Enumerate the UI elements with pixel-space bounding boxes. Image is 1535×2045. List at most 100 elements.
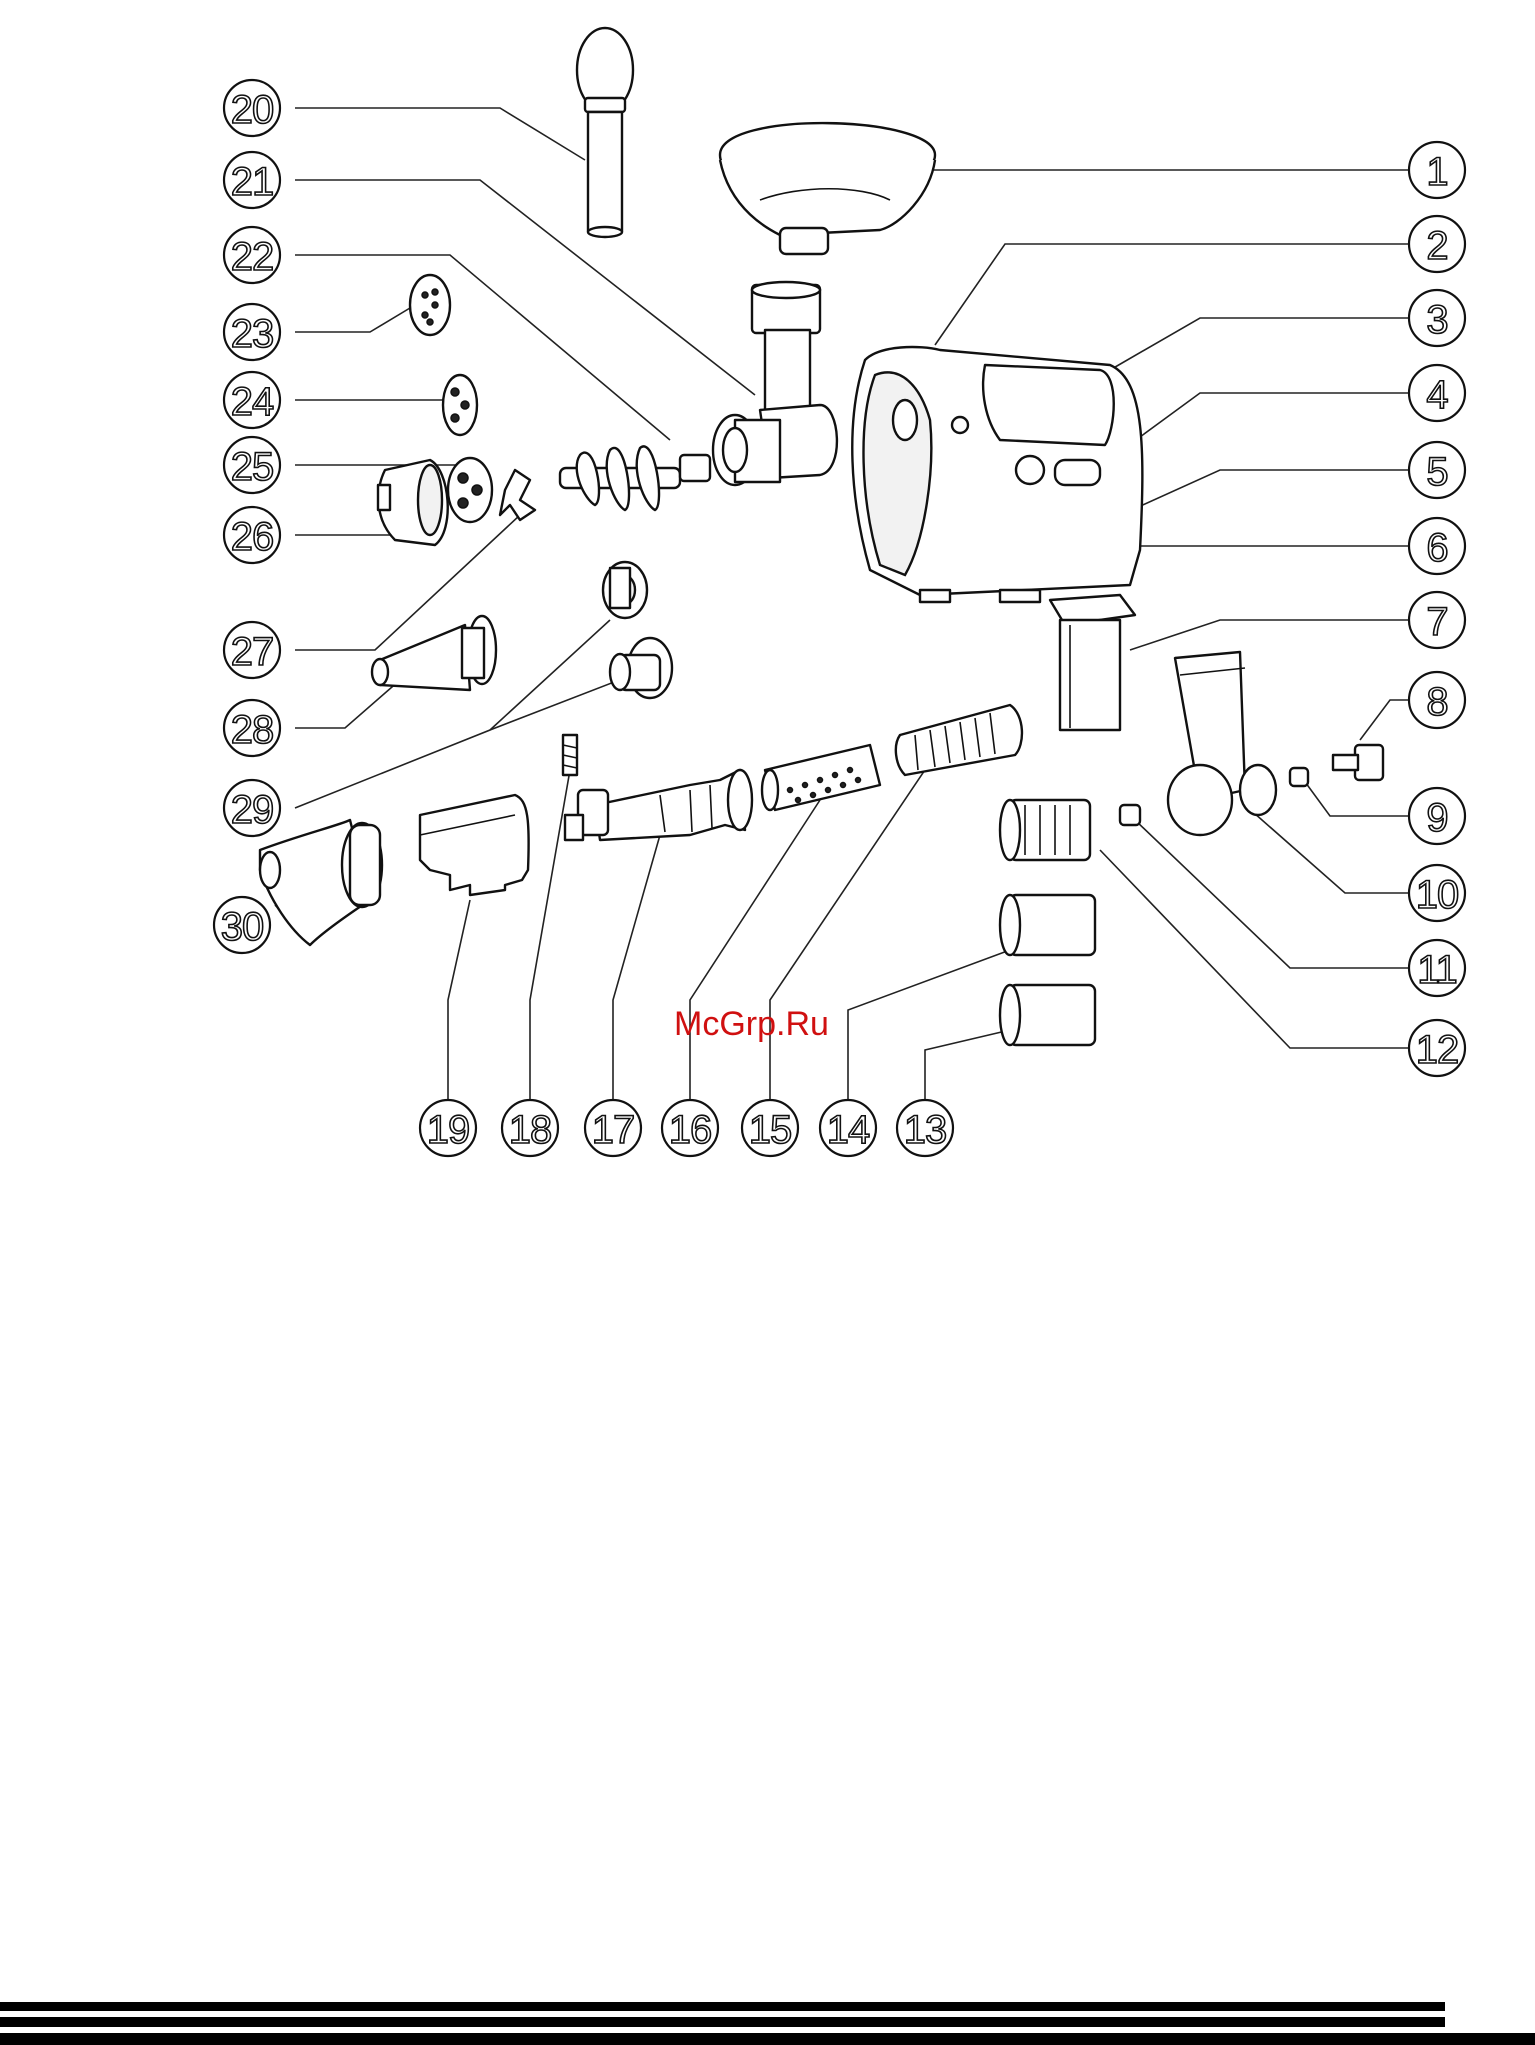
callout-15-label: 15	[749, 1108, 792, 1152]
callout-16-label: 16	[669, 1108, 712, 1152]
leader-2	[935, 244, 1410, 345]
leader-13	[925, 1030, 1010, 1100]
part-30-juicer-cone	[260, 820, 382, 945]
watermark-text: McGrp.Ru	[674, 1005, 829, 1043]
callout-2: 2	[1409, 216, 1465, 272]
part-23-disc-fine	[410, 275, 450, 335]
callout-17: 17	[585, 1100, 641, 1156]
callout-labels: 1 2 3 4 5 6 7 8 9 10 11 12 13 14 15 16 1…	[214, 80, 1465, 1156]
callout-4-label: 4	[1426, 373, 1448, 417]
leader-7	[1130, 620, 1410, 650]
callout-30: 30	[214, 897, 270, 953]
callout-19-label: 19	[427, 1108, 470, 1152]
callout-12: 12	[1409, 1020, 1465, 1076]
callout-23-label: 23	[231, 312, 274, 356]
leader-14	[848, 950, 1010, 1100]
part-09-cap	[1290, 768, 1308, 786]
part-29-adapter-cone	[610, 638, 672, 698]
callout-18-label: 18	[509, 1108, 552, 1152]
callout-24-label: 24	[231, 380, 274, 424]
part-07-slicer-pusher	[1050, 595, 1135, 730]
callout-26-label: 26	[231, 515, 274, 559]
callout-28-label: 28	[231, 708, 274, 752]
callout-1-label: 1	[1426, 150, 1447, 194]
footer-bar-middle	[0, 2017, 1445, 2027]
callout-10-label: 10	[1416, 873, 1459, 917]
leader-5	[1105, 470, 1410, 522]
callout-22: 22	[224, 227, 280, 283]
callout-9-label: 9	[1426, 796, 1447, 840]
leader-21	[295, 180, 755, 395]
footer-bar-bottom	[0, 2033, 1535, 2045]
callout-12-label: 12	[1416, 1028, 1459, 1072]
part-22-auger	[560, 446, 710, 510]
callout-13-label: 13	[904, 1108, 947, 1152]
callout-6-label: 6	[1426, 526, 1447, 570]
part-14-drum	[1000, 895, 1095, 955]
main-motor-body	[852, 347, 1142, 602]
callout-27-label: 27	[231, 630, 274, 674]
callout-11-label: 11	[1417, 948, 1457, 992]
callout-14-label: 14	[827, 1108, 870, 1152]
part-27-blade	[500, 470, 535, 520]
callout-8: 8	[1409, 672, 1465, 728]
callout-13: 13	[897, 1100, 953, 1156]
callout-22-label: 22	[231, 235, 274, 279]
callout-5: 5	[1409, 442, 1465, 498]
callout-28: 28	[224, 700, 280, 756]
part-11-gear	[1120, 805, 1140, 825]
part-21-mincer-head	[713, 282, 837, 485]
callout-7: 7	[1409, 592, 1465, 648]
callout-8-label: 8	[1426, 680, 1447, 724]
leader-22	[295, 255, 670, 440]
callout-17-label: 17	[592, 1108, 635, 1152]
leader-9	[1300, 775, 1410, 816]
part-18-small-spring	[563, 735, 577, 775]
callout-20: 20	[224, 80, 280, 136]
part-29-adapter-ring	[603, 562, 647, 618]
leader-lines	[275, 108, 1410, 1100]
part-17-juicer-body	[565, 770, 752, 840]
callout-30-label: 30	[221, 905, 264, 949]
part-24-disc-medium	[443, 375, 477, 435]
callout-10: 10	[1409, 865, 1465, 921]
leader-10	[1245, 805, 1410, 893]
callout-18: 18	[502, 1100, 558, 1156]
callout-14: 14	[820, 1100, 876, 1156]
part-15-juicer-auger	[896, 705, 1022, 775]
leader-8	[1360, 700, 1410, 740]
part-01-tray	[720, 123, 935, 254]
leader-17	[613, 835, 660, 1100]
callout-3-label: 3	[1426, 298, 1447, 342]
callout-2-label: 2	[1426, 224, 1447, 268]
leader-3	[1110, 318, 1410, 370]
part-20-pusher	[577, 28, 633, 237]
callout-19: 19	[420, 1100, 476, 1156]
callout-29-label: 29	[231, 788, 274, 832]
callout-20-label: 20	[231, 88, 274, 132]
callout-26: 26	[224, 507, 280, 563]
callout-5-label: 5	[1426, 450, 1447, 494]
part-10-slicer-housing	[1168, 652, 1276, 835]
leader-19	[448, 900, 470, 1100]
callout-9: 9	[1409, 788, 1465, 844]
part-26-ring-nut	[378, 460, 448, 545]
leader-11	[1135, 820, 1410, 968]
part-19-cover	[420, 795, 529, 895]
callout-3: 3	[1409, 290, 1465, 346]
part-16-strainer	[762, 745, 880, 810]
part-08-shaft	[1333, 745, 1383, 780]
callout-15: 15	[742, 1100, 798, 1156]
footer-bar-top	[0, 2002, 1445, 2011]
part-13-drum	[1000, 985, 1095, 1045]
leader-28	[295, 680, 400, 728]
leader-15	[770, 755, 935, 1100]
callout-27: 27	[224, 622, 280, 678]
callout-23: 23	[224, 304, 280, 360]
part-25-disc-coarse	[448, 458, 492, 522]
callout-25-label: 25	[231, 445, 274, 489]
callout-25: 25	[224, 437, 280, 493]
leader-16	[690, 800, 820, 1100]
leader-23	[295, 305, 415, 332]
